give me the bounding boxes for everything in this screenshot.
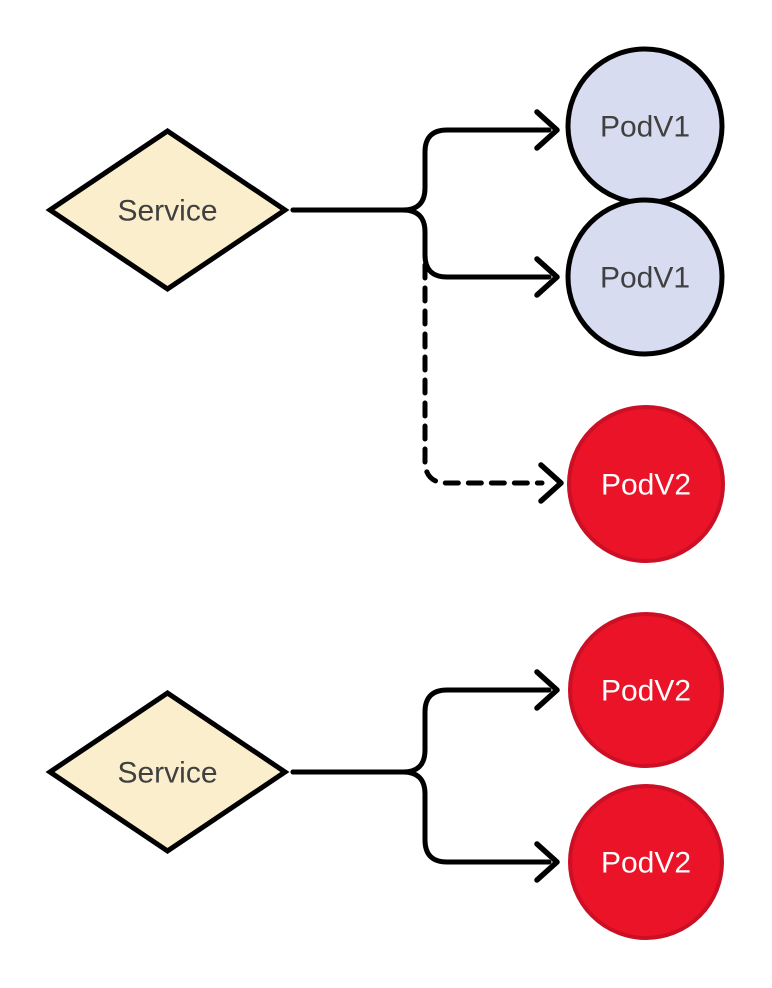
pod-v1-a-label: PodV1	[600, 111, 690, 144]
service-diamond-2	[45, 689, 290, 855]
pod-v2-a-label: PodV2	[601, 675, 691, 708]
arrowhead-podv2-icon	[538, 462, 564, 504]
pod-v2-canary-label: PodV2	[601, 469, 691, 502]
pod-v2-circle-b	[568, 784, 724, 940]
arrowhead-podv2-a-icon	[534, 669, 560, 711]
service-diamond	[45, 127, 290, 293]
top-deployment-section: Service PodV1 PodV1 PodV2	[45, 46, 725, 563]
connector-service2-to-podv2-a	[290, 687, 552, 775]
service-2-label: Service	[117, 757, 217, 790]
arrowhead-podv2-b-icon	[534, 841, 560, 883]
connector-service2-to-podv2-b	[290, 769, 552, 865]
pod-v1-circle-b	[565, 197, 725, 357]
pod-v2-circle-a	[568, 612, 724, 768]
connector-service-to-podv2-dashed	[422, 239, 545, 486]
connector-service-to-podv1-b	[290, 207, 552, 280]
connector-service-to-podv1-a	[290, 127, 552, 213]
pod-v2-b-label: PodV2	[601, 847, 691, 880]
bottom-deployment-section: Service PodV2 PodV2	[45, 612, 724, 940]
pod-v1-b-label: PodV1	[600, 262, 690, 295]
arrowhead-podv1-b-icon	[534, 256, 560, 298]
pod-v2-circle-canary	[567, 405, 725, 563]
service-label: Service	[117, 195, 217, 228]
arrowhead-podv1-a-icon	[534, 109, 560, 151]
